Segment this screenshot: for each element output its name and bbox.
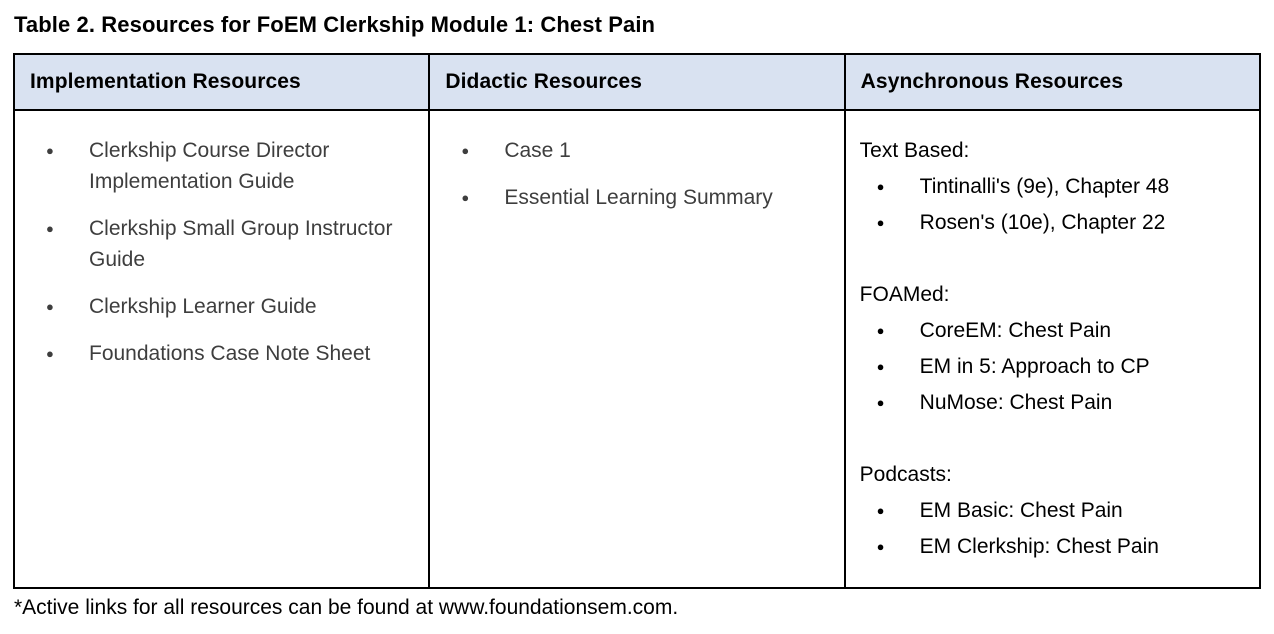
list-item: Clerkship Learner Guide bbox=[15, 291, 428, 322]
group-label-podcasts: Podcasts: bbox=[859, 463, 952, 486]
list-item: EM in 5: Approach to CP bbox=[846, 349, 1259, 385]
foamed-group: FOAMed: CoreEM: Chest Pain EM in 5: Appr… bbox=[846, 277, 1259, 421]
list-item: Case 1 bbox=[430, 135, 843, 166]
col-header-asynchronous-resources: Asynchronous Resources bbox=[843, 53, 1262, 111]
group-label-foamed: FOAMed: bbox=[859, 283, 950, 306]
text-based-list: Tintinalli's (9e), Chapter 48 Rosen's (1… bbox=[846, 169, 1259, 241]
list-item: Foundations Case Note Sheet bbox=[15, 338, 428, 369]
implementation-resources-list: Clerkship Course Director Implementation… bbox=[15, 135, 428, 369]
list-item: Tintinalli's (9e), Chapter 48 bbox=[846, 169, 1259, 205]
text-based-group: Text Based: Tintinalli's (9e), Chapter 4… bbox=[846, 133, 1259, 241]
asynchronous-resource-groups: Text Based: Tintinalli's (9e), Chapter 4… bbox=[846, 133, 1259, 565]
body-row: Clerkship Course Director Implementation… bbox=[12, 109, 1262, 589]
list-item: EM Basic: Chest Pain bbox=[846, 493, 1259, 529]
list-item: Rosen's (10e), Chapter 22 bbox=[846, 205, 1259, 241]
list-item: Essential Learning Summary bbox=[430, 182, 843, 213]
col-header-didactic-resources: Didactic Resources bbox=[428, 53, 846, 111]
resources-table: Implementation Resources Didactic Resour… bbox=[12, 53, 1262, 589]
list-item: CoreEM: Chest Pain bbox=[846, 313, 1259, 349]
footnote: *Active links for all resources can be f… bbox=[14, 596, 679, 619]
col-header-implementation-resources: Implementation Resources bbox=[12, 53, 431, 111]
foamed-list: CoreEM: Chest Pain EM in 5: Approach to … bbox=[846, 313, 1259, 421]
didactic-resources-cell: Case 1 Essential Learning Summary bbox=[428, 109, 846, 589]
header-row: Implementation Resources Didactic Resour… bbox=[12, 53, 1262, 111]
list-item: Clerkship Small Group Instructor Guide bbox=[15, 213, 428, 275]
podcasts-group: Podcasts: EM Basic: Chest Pain EM Clerks… bbox=[846, 457, 1259, 565]
list-item: Clerkship Course Director Implementation… bbox=[15, 135, 428, 197]
implementation-resources-cell: Clerkship Course Director Implementation… bbox=[12, 109, 431, 589]
asynchronous-resources-cell: Text Based: Tintinalli's (9e), Chapter 4… bbox=[843, 109, 1262, 589]
table-caption: Table 2. Resources for FoEM Clerkship Mo… bbox=[14, 12, 656, 37]
didactic-resources-list: Case 1 Essential Learning Summary bbox=[430, 135, 843, 213]
group-label-text-based: Text Based: bbox=[859, 139, 970, 162]
list-item: EM Clerkship: Chest Pain bbox=[846, 529, 1259, 565]
podcasts-list: EM Basic: Chest Pain EM Clerkship: Chest… bbox=[846, 493, 1259, 565]
list-item: NuMose: Chest Pain bbox=[846, 385, 1259, 421]
